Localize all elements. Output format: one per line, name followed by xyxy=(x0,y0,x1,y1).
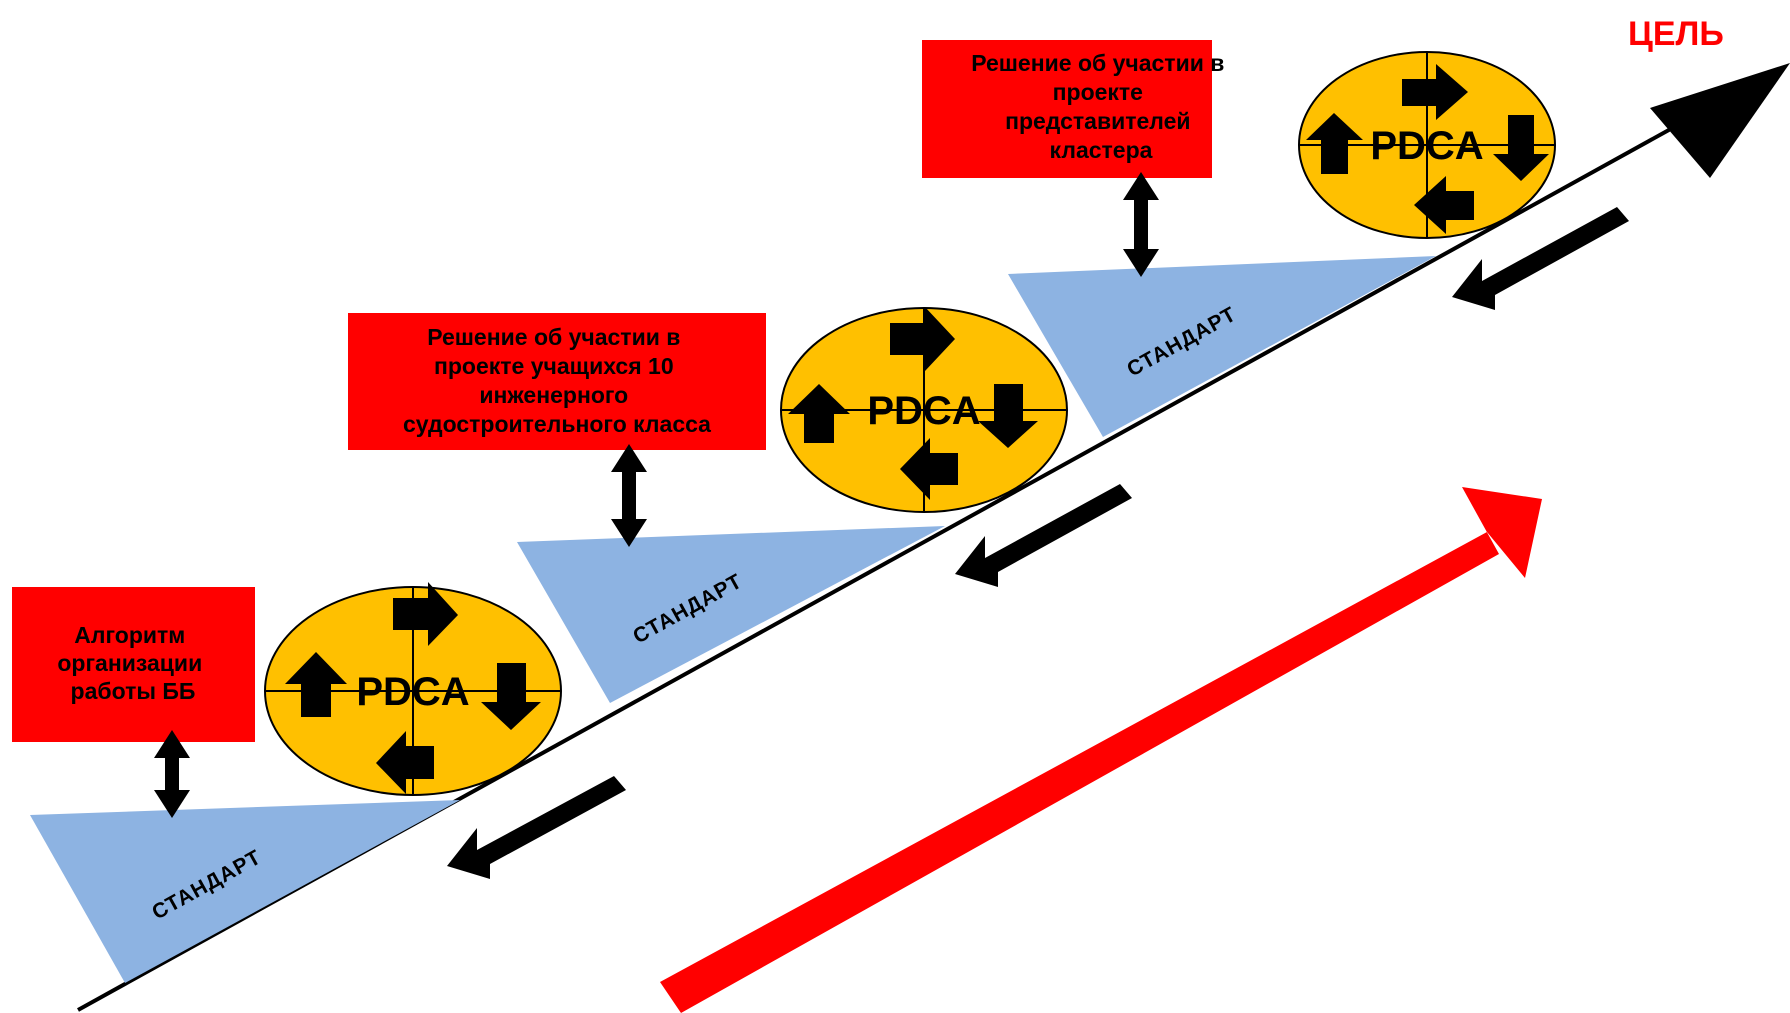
info-box-1 xyxy=(12,587,255,742)
info-box-3-line-4: кластера xyxy=(1050,137,1153,163)
info-box-2-line-2: проекте учащихся 10 xyxy=(434,353,674,379)
info-box-2-line-4: судостроительного класса xyxy=(403,411,711,437)
pdca-arrow-up-2 xyxy=(788,384,850,443)
info-box-3-line-1: Решение об участии в xyxy=(971,50,1224,76)
info-box-1-line-2: организации xyxy=(57,650,202,676)
info-box-3 xyxy=(922,40,1212,178)
info-box-3-text: Решение об участии в проекте представите… xyxy=(971,50,1231,163)
rollback-arrow-1 xyxy=(447,776,626,879)
step-3: СТАНДАРТ Решение об участии в проекте пр… xyxy=(922,40,1556,437)
pdca-arrow-left-1 xyxy=(376,731,434,794)
pdca-label-1: PDCA xyxy=(356,670,469,714)
info-box-3-line-2: проекте xyxy=(1053,79,1143,105)
info-box-1-line-1: Алгоритм xyxy=(74,622,185,648)
pdca-label-3: PDCA xyxy=(1370,124,1483,168)
pdca-cycle-3: PDCA xyxy=(1298,51,1556,239)
goal-label: ЦЕЛЬ xyxy=(1628,15,1724,53)
pdca-cycle-2: PDCA xyxy=(780,307,1068,513)
info-box-1-line-3: работы ББ xyxy=(71,678,196,704)
pdca-cycle-1: PDCA xyxy=(264,582,562,796)
connector-arrow-1 xyxy=(154,730,190,818)
pdca-arrow-up-3 xyxy=(1306,113,1363,174)
info-box-2-line-3: инженерного xyxy=(479,382,628,408)
standard-wedge-1 xyxy=(30,800,460,983)
connector-arrow-3 xyxy=(1123,172,1159,277)
info-box-2 xyxy=(348,313,766,450)
pdca-label-2: PDCA xyxy=(867,389,980,433)
rollback-arrow-2 xyxy=(955,484,1132,587)
rollback-arrow-3 xyxy=(1452,207,1629,310)
pdca-arrow-up-1 xyxy=(285,652,347,717)
info-box-2-line-1: Решение об участии в xyxy=(427,324,680,350)
info-box-3-line-3: представителей xyxy=(1005,108,1190,134)
goal-arrowhead xyxy=(1650,63,1790,178)
pdca-arrow-right-1 xyxy=(393,582,458,646)
standard-wedge-3 xyxy=(1008,256,1436,437)
info-box-2-text: Решение об участии в проекте учащихся 10… xyxy=(403,324,711,437)
pdca-arrow-down-2 xyxy=(978,384,1038,448)
progress-arrow xyxy=(660,487,1542,1013)
standard-wedge-2 xyxy=(517,526,945,703)
pdca-arrow-left-2 xyxy=(900,438,958,500)
pdca-arrow-right-2 xyxy=(890,307,955,371)
step-2: СТАНДАРТ Решение об участии в проекте уч… xyxy=(348,307,1068,703)
pdca-arrow-right-3 xyxy=(1402,64,1468,120)
pdca-arrow-left-3 xyxy=(1414,176,1474,234)
step-1: СТАНДАРТ Алгоритм организации работы ББ … xyxy=(12,582,562,983)
pdca-arrow-down-1 xyxy=(481,663,541,730)
info-box-1-text: Алгоритм организации работы ББ xyxy=(57,622,208,704)
connector-arrow-2 xyxy=(611,444,647,547)
pdca-arrow-down-3 xyxy=(1493,115,1549,181)
